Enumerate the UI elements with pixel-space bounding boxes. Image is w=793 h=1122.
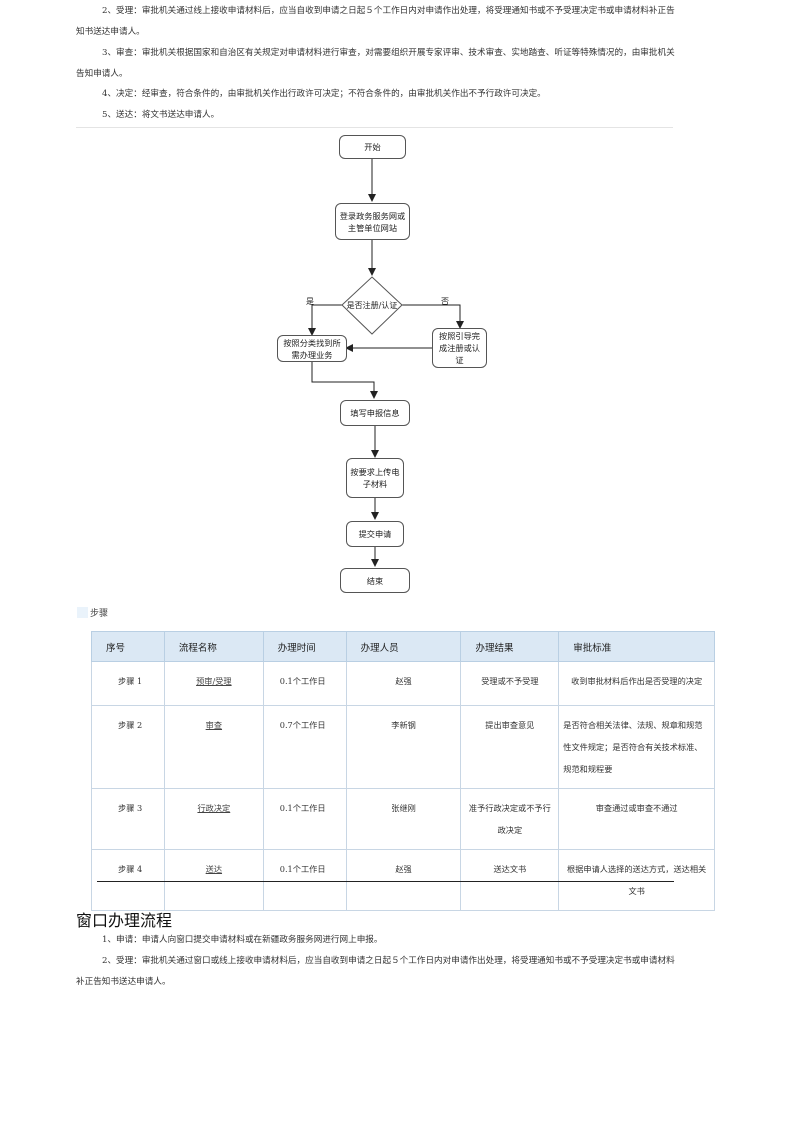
header-time: 办理时间 bbox=[262, 631, 347, 662]
cell-step-result: 准予行政决定或不予行政决定 bbox=[460, 788, 560, 850]
cell-step-result: 受理或不予受理 bbox=[460, 661, 560, 706]
divider-section bbox=[97, 881, 674, 882]
cell-step-standard: 根据申请人选择的送达方式，送达相关文书 bbox=[558, 849, 715, 911]
paragraph-accept: 2、受理：审批机关通过线上接收申请材料后，应当自收到申请之日起５个工作日内对申请… bbox=[76, 6, 675, 37]
cell-step-name: 预审/受理 bbox=[163, 661, 264, 706]
cell-step-time: 0.1个工作日 bbox=[262, 661, 347, 706]
cell-step-person: 赵强 bbox=[345, 661, 462, 706]
decision-diamond bbox=[341, 276, 403, 335]
cell-step-standard: 审查通过或审查不通过 bbox=[558, 788, 715, 850]
cell-step-person: 张继刚 bbox=[345, 788, 462, 850]
cell-step-time: 0.1个工作日 bbox=[262, 849, 347, 911]
cell-step-result: 送达文书 bbox=[460, 849, 560, 911]
cell-step-standard: 收到审批材料后作出是否受理的决定 bbox=[558, 661, 715, 706]
header-no: 序号 bbox=[91, 631, 165, 662]
divider-top bbox=[76, 127, 673, 128]
table-row: 步骤 1 预审/受理 0.1个工作日 赵强 受理或不予受理 收到审批材料后作出是… bbox=[91, 661, 715, 706]
paragraph-delivery: 5、送达：将文书送达申请人。 bbox=[102, 110, 220, 120]
cell-step-no: 步骤 2 bbox=[91, 705, 165, 789]
step-name-link[interactable]: 审查 bbox=[205, 720, 223, 730]
paragraph-review: 3、审查：审批机关根据国家和自治区有关规定对申请材料进行审查，对需要组织开展专家… bbox=[76, 48, 675, 79]
cell-step-no: 步骤 3 bbox=[91, 788, 165, 850]
header-result: 办理结果 bbox=[460, 631, 560, 662]
steps-table: 序号 流程名称 办理时间 办理人员 办理结果 审批标准 步骤 1 预审/受理 0… bbox=[91, 631, 715, 911]
flow-node-login: 登录政务服务网或主管单位网站 bbox=[335, 203, 410, 240]
flow-yes-label: 是 bbox=[306, 297, 314, 306]
cell-step-result: 提出审查意见 bbox=[460, 705, 560, 789]
steps-title-marker bbox=[77, 607, 88, 618]
cell-step-name: 审查 bbox=[163, 705, 264, 789]
cell-step-person: 李新钢 bbox=[345, 705, 462, 789]
flow-node-upload: 按要求上传电子材料 bbox=[346, 458, 404, 498]
flow-decision-label: 是否注册/认证 bbox=[346, 301, 398, 310]
arrow-find-fill bbox=[311, 362, 378, 399]
table-row: 步骤 4 送达 0.1个工作日 赵强 送达文书 根据申请人选择的送达方式，送达相… bbox=[91, 849, 715, 911]
cell-step-no: 步骤 4 bbox=[91, 849, 165, 911]
arrow-no bbox=[402, 304, 464, 329]
header-standard: 审批标准 bbox=[558, 631, 715, 662]
step-name-link[interactable]: 预审/受理 bbox=[196, 676, 232, 686]
flow-node-submit: 提交申请 bbox=[346, 521, 404, 547]
cell-step-no: 步骤 1 bbox=[91, 661, 165, 706]
cell-step-name: 行政决定 bbox=[163, 788, 264, 850]
header-name: 流程名称 bbox=[163, 631, 264, 662]
flow-node-fill-info: 填写申报信息 bbox=[340, 400, 410, 426]
paragraph-window-apply: 1、申请：申请人向窗口提交申请材料或在新疆政务服务网进行网上申报。 bbox=[102, 935, 383, 945]
section-heading-window-process: 窗口办理流程 bbox=[76, 911, 173, 930]
flow-node-find-service: 按照分类找到所需办理业务 bbox=[277, 335, 347, 362]
flow-node-start: 开始 bbox=[339, 135, 406, 159]
table-row: 步骤 2 审查 0.7个工作日 李新钢 提出审查意见 是否符合相关法律、法规、规… bbox=[91, 705, 715, 789]
paragraph-decision: 4、决定：经审查，符合条件的，由审批机关作出行政许可决定；不符合条件的，由审批机… bbox=[102, 89, 546, 99]
steps-title: 步骤 bbox=[90, 609, 109, 619]
flow-no-label: 否 bbox=[441, 297, 449, 306]
paragraph-window-accept: 2、受理：审批机关通过窗口或线上接收申请材料后，应当自收到申请之日起５个工作日内… bbox=[76, 956, 675, 987]
cell-step-standard: 是否符合相关法律、法规、规章和规范性文件规定；是否符合有关技术标准、规范和规程要 bbox=[558, 705, 715, 789]
step-name-link[interactable]: 行政决定 bbox=[197, 803, 231, 813]
flow-node-register: 按照引导完成注册或认证 bbox=[432, 328, 487, 368]
table-header-row: 序号 流程名称 办理时间 办理人员 办理结果 审批标准 bbox=[91, 631, 715, 662]
step-name-link[interactable]: 送达 bbox=[205, 864, 223, 874]
flowchart-connectors bbox=[308, 158, 464, 567]
cell-step-name: 送达 bbox=[163, 849, 264, 911]
cell-step-person: 赵强 bbox=[345, 849, 462, 911]
arrow-yes bbox=[308, 304, 342, 336]
cell-step-time: 0.7个工作日 bbox=[262, 705, 347, 789]
flow-node-end: 结束 bbox=[340, 568, 410, 593]
header-person: 办理人员 bbox=[345, 631, 462, 662]
table-row: 步骤 3 行政决定 0.1个工作日 张继刚 准予行政决定或不予行政决定 审查通过… bbox=[91, 788, 715, 850]
cell-step-time: 0.1个工作日 bbox=[262, 788, 347, 850]
